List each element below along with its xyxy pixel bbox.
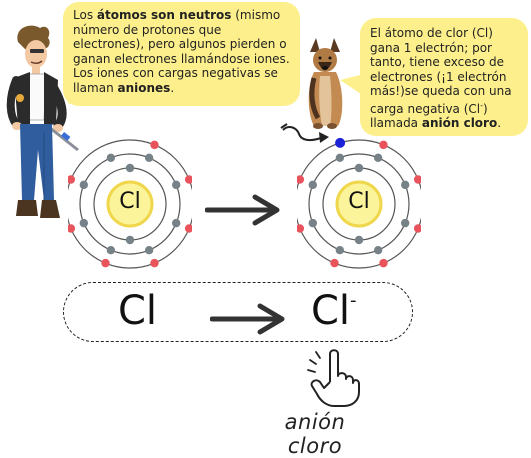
arrow-right-icon xyxy=(205,194,280,226)
electron xyxy=(373,245,383,255)
electron xyxy=(373,153,383,163)
electron xyxy=(125,235,135,245)
equation-right-charge: - xyxy=(350,289,357,311)
electron xyxy=(79,218,89,228)
speech-right-part-0: El átomo de clor (Cl) gana 1 electrón; p… xyxy=(370,26,512,116)
speech-bubble-left: Los átomos son neutros (mismo número de … xyxy=(63,2,300,106)
speech-right-part-4: . xyxy=(497,116,502,130)
speech-right-part-3: anión cloro xyxy=(421,116,498,130)
electron xyxy=(413,224,421,233)
electron xyxy=(184,224,192,233)
electron xyxy=(400,218,410,228)
orbit-ring xyxy=(297,139,421,269)
atom-chlorine-left xyxy=(68,139,192,269)
electron xyxy=(413,175,421,184)
electron xyxy=(68,224,76,233)
electron xyxy=(150,258,159,268)
atom-left-symbol: Cl xyxy=(119,189,141,214)
atom-chlorine-right xyxy=(297,137,421,269)
electron xyxy=(171,180,181,190)
electron xyxy=(297,175,305,184)
equation-right: Cl- xyxy=(311,288,357,334)
speech-left-part-2: (mismo número de protones que electrones… xyxy=(73,8,290,95)
electron xyxy=(144,245,154,255)
hand-pointing-up-icon xyxy=(307,349,360,407)
orbit-ring xyxy=(79,153,181,255)
curved-arrow-icon xyxy=(280,123,329,143)
electron xyxy=(171,218,181,228)
speech-right-part-2: ) llamada xyxy=(370,101,488,131)
electron xyxy=(106,153,116,163)
electron xyxy=(308,218,318,228)
electron xyxy=(400,180,410,190)
electron xyxy=(354,235,364,245)
electron xyxy=(354,163,364,173)
electron xyxy=(330,258,339,268)
speech-bubble-right: El átomo de clor (Cl) gana 1 electrón; p… xyxy=(360,18,528,136)
nucleus xyxy=(335,180,383,228)
electron xyxy=(125,163,135,173)
added-electron xyxy=(335,137,346,148)
speech-left-part-0: Los xyxy=(73,8,97,22)
speech-bubble-right-text: El átomo de clor (Cl) gana 1 electrón; p… xyxy=(370,26,512,130)
speech-left-part-1: átomos son neutros xyxy=(96,8,232,22)
electron xyxy=(379,258,388,268)
electron xyxy=(68,175,76,184)
electron xyxy=(144,153,154,163)
speech-right-part-1: - xyxy=(480,100,484,110)
electron xyxy=(106,245,116,255)
arrow-right-icon xyxy=(210,303,285,335)
equation-box xyxy=(63,282,413,342)
electron xyxy=(150,140,159,150)
speech-left-part-3: aniones xyxy=(117,80,171,95)
equation-right-symbol: Cl xyxy=(311,288,351,334)
equation-left: Cl xyxy=(118,288,158,334)
electron xyxy=(379,140,388,150)
electron xyxy=(297,224,305,233)
speech-bubble-left-text: Los átomos son neutros (mismo número de … xyxy=(73,8,290,95)
scientist-character xyxy=(6,25,79,218)
dog-character xyxy=(308,38,343,129)
caption-anion-cloro: anión cloro xyxy=(284,410,346,458)
electron xyxy=(101,258,110,268)
orbit-ring xyxy=(308,153,410,255)
speech-left-part-4: . xyxy=(170,80,175,95)
orbit-ring xyxy=(68,139,192,269)
electron xyxy=(335,245,345,255)
electron xyxy=(335,153,345,163)
electron xyxy=(79,180,89,190)
atom-right-symbol: Cl xyxy=(348,189,370,214)
electron xyxy=(308,180,318,190)
electron xyxy=(184,175,192,184)
nucleus xyxy=(106,180,154,228)
